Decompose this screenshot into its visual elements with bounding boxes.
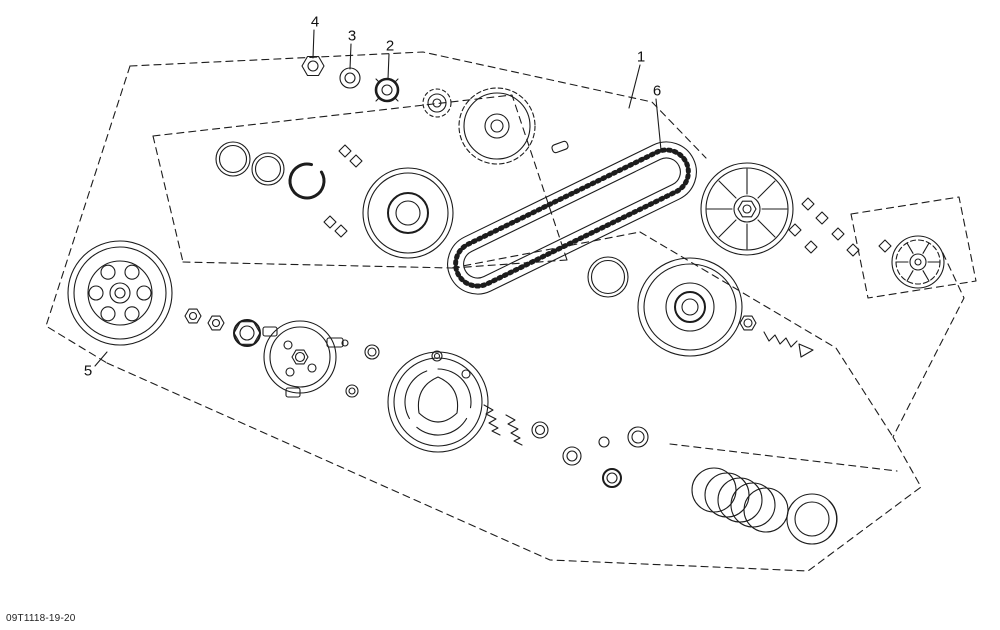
clutch-shoe-assembly	[387, 350, 489, 453]
clutch-carrier-plate	[262, 320, 349, 398]
conical-springs	[483, 404, 523, 446]
drawing-code: 09T1118-19-20	[6, 613, 76, 624]
secondary-fan-wheel	[891, 235, 945, 289]
drive-chain	[447, 141, 697, 295]
end-cap	[786, 493, 838, 545]
pulley-fasteners	[739, 315, 814, 358]
large-sprocket	[458, 87, 536, 165]
lock-nut	[374, 77, 400, 103]
drive-pulley-fan	[700, 162, 794, 256]
retaining-rings	[215, 141, 285, 186]
dashed-boundaries	[45, 51, 977, 572]
fixed-pulley-face	[362, 167, 454, 259]
spacer-rings	[345, 344, 649, 488]
callout-label-5: 5	[83, 362, 93, 380]
compression-spring	[691, 467, 789, 533]
callout-label-1: 1	[636, 48, 646, 66]
callout-label-4: 4	[310, 13, 320, 31]
o-ring	[587, 256, 629, 298]
hex-nuts-small	[184, 308, 225, 331]
callout-leader-lines	[94, 29, 662, 367]
roller-weights	[323, 144, 892, 257]
small-sprocket	[422, 88, 452, 118]
washer	[339, 67, 361, 89]
callout-label-3: 3	[347, 27, 357, 45]
woodruff-key	[551, 140, 569, 154]
driven-cone-pulley	[637, 257, 743, 357]
clutch-drum	[67, 240, 173, 346]
snap-ring	[288, 162, 326, 200]
callout-label-6: 6	[652, 82, 662, 100]
castle-nut	[233, 319, 261, 347]
callout-label-2: 2	[385, 37, 395, 55]
hex-nut	[301, 55, 325, 77]
